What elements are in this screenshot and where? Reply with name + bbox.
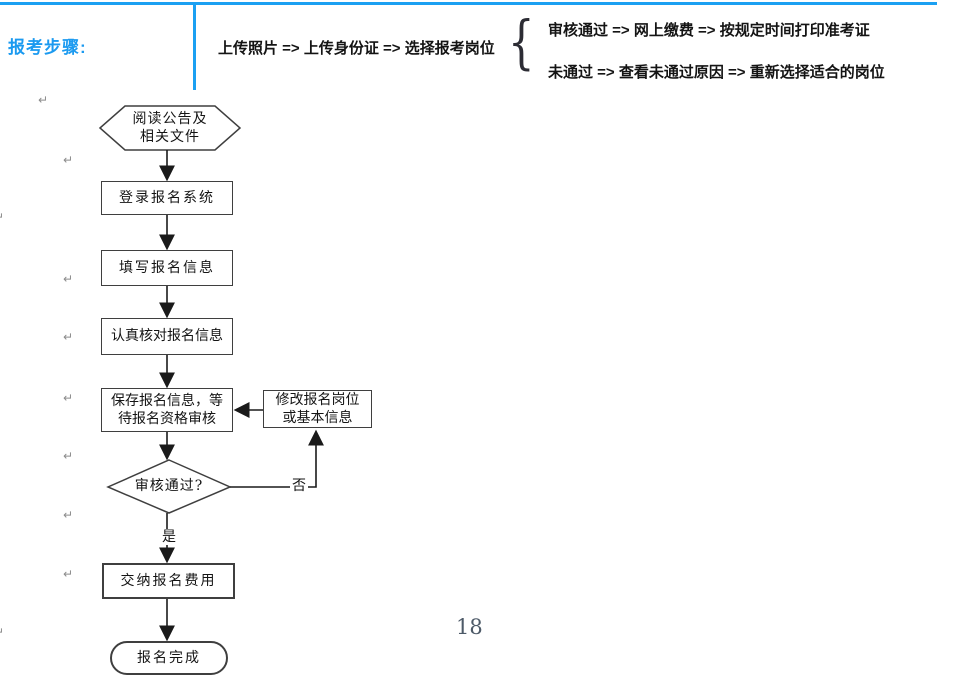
- flow-node-label: 保存报名信息，等: [111, 392, 223, 409]
- flow-node-label: 相关文件: [140, 129, 200, 145]
- edge-label-no: 否: [290, 478, 308, 494]
- page-number: 18: [456, 615, 483, 639]
- flow-node-read-notice: 阅读公告及 相关文件: [100, 106, 240, 150]
- paragraph-mark: ↵: [0, 211, 4, 223]
- paragraph-mark: ↵: [63, 449, 74, 463]
- flow-node-verify-info: 认真核对报名信息: [101, 318, 233, 355]
- paragraph-mark: ↵: [63, 567, 74, 581]
- flow-node-modify: 修改报名岗位 或基本信息: [263, 390, 372, 428]
- paragraph-mark: ↵: [38, 93, 49, 107]
- flow-node-pay-fee: 交纳报名费用: [102, 563, 235, 599]
- flow-node-label: 阅读公告及: [132, 110, 208, 127]
- branch-pass-text: 审核通过 => 网上缴费 => 按规定时间打印准考证: [548, 22, 870, 39]
- hexagon-shape: [98, 105, 242, 151]
- flow-node-label: 或基本信息: [282, 410, 353, 426]
- flow-node-decision: 审核通过?: [134, 478, 204, 495]
- paragraph-mark: ↵: [63, 391, 74, 405]
- flow-node-login: 登录报名系统: [101, 181, 233, 215]
- paragraph-mark: ↵: [63, 272, 74, 286]
- flow-node-save-info: 保存报名信息，等 待报名资格审核: [101, 388, 233, 432]
- paragraph-mark: ↵: [63, 508, 74, 522]
- pre-review-steps-text: 上传照片 => 上传身份证 => 选择报考岗位: [218, 40, 495, 57]
- paragraph-mark: ↵: [63, 330, 74, 344]
- paragraph-mark: ↵: [63, 153, 74, 167]
- section-title: 报考步骤:: [8, 38, 87, 57]
- vertical-divider-rule: [193, 4, 196, 90]
- top-horizontal-rule: [0, 2, 937, 5]
- flow-node-label: 待报名资格审核: [118, 411, 216, 427]
- flow-node-label: 修改报名岗位: [275, 391, 360, 408]
- flowchart-connectors: [98, 105, 324, 642]
- flow-node-finish: 报名完成: [110, 641, 228, 675]
- diamond-shape: [106, 459, 232, 514]
- edge-label-yes: 是: [160, 529, 178, 545]
- branch-fail-text: 未通过 => 查看未通过原因 => 重新选择适合的岗位: [548, 64, 885, 81]
- curly-brace: {: [508, 8, 535, 76]
- flow-node-fill-info: 填写报名信息: [101, 250, 233, 286]
- paragraph-mark: ↵: [0, 626, 4, 638]
